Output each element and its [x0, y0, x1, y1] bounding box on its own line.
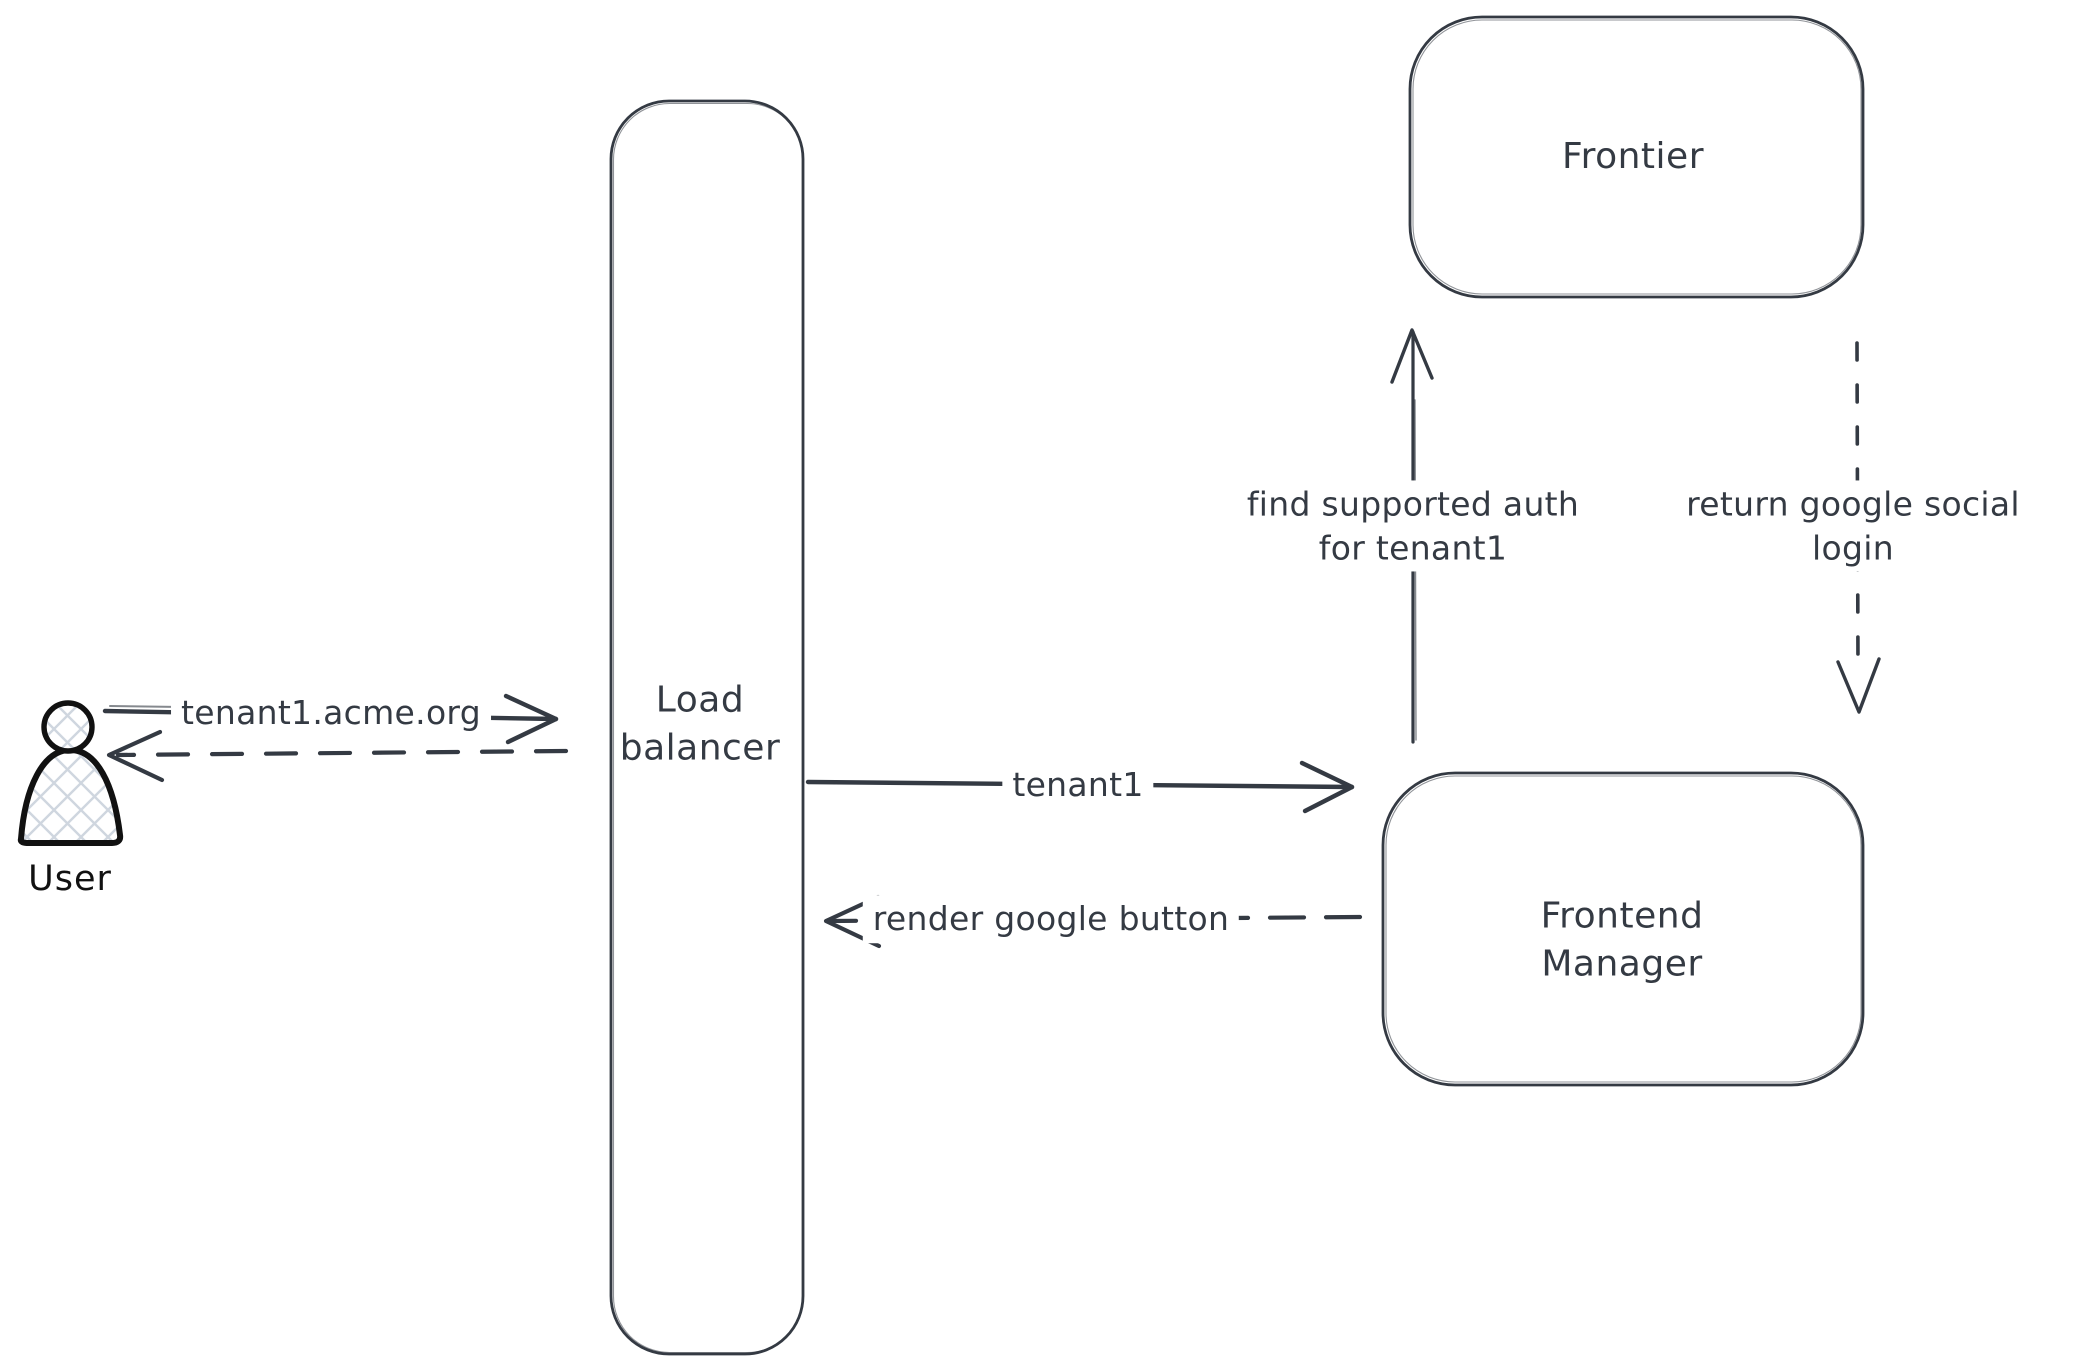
frontend-manager-label-line2: Manager	[1541, 943, 1703, 984]
load-balancer-label-line1: Load	[655, 679, 745, 721]
arrow-response-to-user	[106, 729, 569, 783]
frontend-manager-label: Frontend Manager	[1541, 892, 1704, 987]
frontend-manager-box	[1381, 771, 1865, 1087]
load-balancer-label-line2: balancer	[619, 727, 781, 768]
load-balancer-label: Load balancer	[620, 676, 781, 771]
edge-label-return-google-social-login: return google social login	[1676, 480, 2030, 572]
edge-label-find-supported-auth-line1: find supported auth	[1246, 484, 1580, 524]
edge-label-return-google-social-login-line1: return google social	[1686, 484, 2020, 524]
arrow-render-google-button	[823, 894, 1363, 949]
edge-label-tenant1: tenant1	[1002, 761, 1154, 809]
edge-label-find-supported-auth: find supported auth for tenant1	[1236, 480, 1590, 572]
edge-label-return-google-social-login-line2: login	[1812, 528, 1894, 567]
frontier-label: Frontier	[1561, 136, 1705, 178]
arrow-return-google-social-login	[1836, 341, 1881, 714]
edge-label-render-google-button: render google button	[862, 895, 1240, 943]
user-label: User	[28, 858, 112, 899]
frontier-box	[1408, 15, 1865, 299]
edge-label-find-supported-auth-line2: for tenant1	[1318, 528, 1508, 567]
load-balancer-box	[609, 99, 805, 1356]
frontend-manager-label-line1: Frontend	[1540, 895, 1704, 937]
edge-label-tenant1-acme-org: tenant1.acme.org	[171, 689, 491, 737]
user-icon	[17, 700, 124, 846]
